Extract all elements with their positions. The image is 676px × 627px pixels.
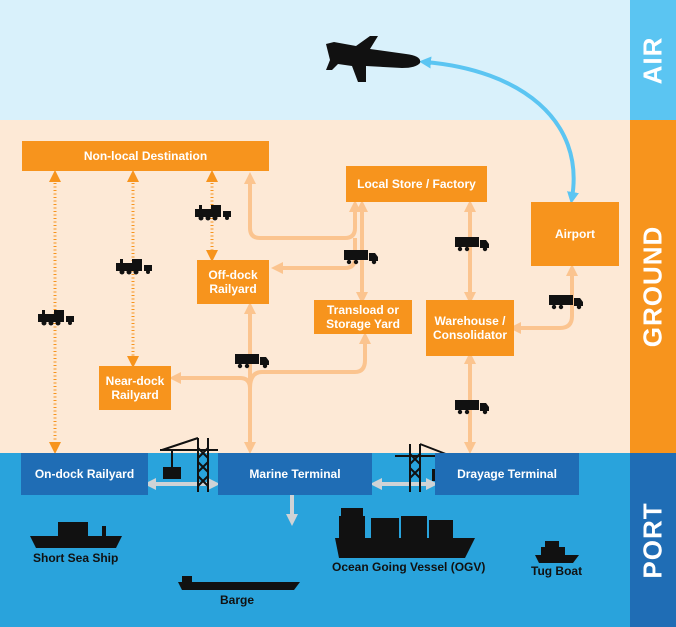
terminal-on-dock-railyard: On-dock Railyard xyxy=(21,453,148,495)
port-band: PORT xyxy=(630,453,676,627)
air-route-arrow xyxy=(419,56,579,204)
terminal-label: Marine Terminal xyxy=(249,467,341,481)
node-local-store-factory: Local Store / Factory xyxy=(346,166,487,202)
node-airport: Airport xyxy=(531,202,619,266)
node-label: Non-local Destination xyxy=(83,149,208,163)
tug-boat-icon xyxy=(535,541,579,563)
node-label: Off-dock Railyard xyxy=(208,268,258,296)
short-sea-ship-icon xyxy=(30,522,122,548)
train-icon-2 xyxy=(116,259,152,275)
node-warehouse-consolidator: Warehouse / Consolidator xyxy=(426,300,514,356)
node-label: Transload or Storage Yard xyxy=(326,303,400,331)
air-band: AIR xyxy=(630,0,676,120)
terminal-label: Drayage Terminal xyxy=(457,467,557,481)
node-label: Airport xyxy=(555,227,595,241)
node-transload-storage-yard: Transload or Storage Yard xyxy=(314,300,412,334)
vessel-label-ogv: Ocean Going Vessel (OGV) xyxy=(332,560,486,574)
crane-icon-1 xyxy=(160,437,218,492)
airplane-icon xyxy=(326,36,421,82)
truck-icon-3 xyxy=(549,295,583,310)
terminal-label: On-dock Railyard xyxy=(34,467,135,481)
node-non-local-destination: Non-local Destination xyxy=(22,141,269,171)
node-near-dock-railyard: Near-dock Railyard xyxy=(99,366,171,410)
train-icon-1 xyxy=(38,310,74,326)
terminal-marine: Marine Terminal xyxy=(218,453,372,495)
barge-icon xyxy=(178,576,300,590)
terminal-drayage: Drayage Terminal xyxy=(435,453,579,495)
node-label: Warehouse / Consolidator xyxy=(433,314,507,342)
ground-band: GROUND xyxy=(630,120,676,453)
ogv-icon xyxy=(335,508,475,558)
node-off-dock-railyard: Off-dock Railyard xyxy=(197,260,269,304)
train-icon-3 xyxy=(195,205,231,221)
vessel-label-tug: Tug Boat xyxy=(531,564,583,578)
node-label: Near-dock Railyard xyxy=(105,374,165,402)
node-label: Local Store / Factory xyxy=(357,177,476,191)
rail-lines xyxy=(49,170,218,454)
vessel-label-short-sea: Short Sea Ship xyxy=(33,551,119,565)
vessel-label-barge: Barge xyxy=(220,593,255,607)
